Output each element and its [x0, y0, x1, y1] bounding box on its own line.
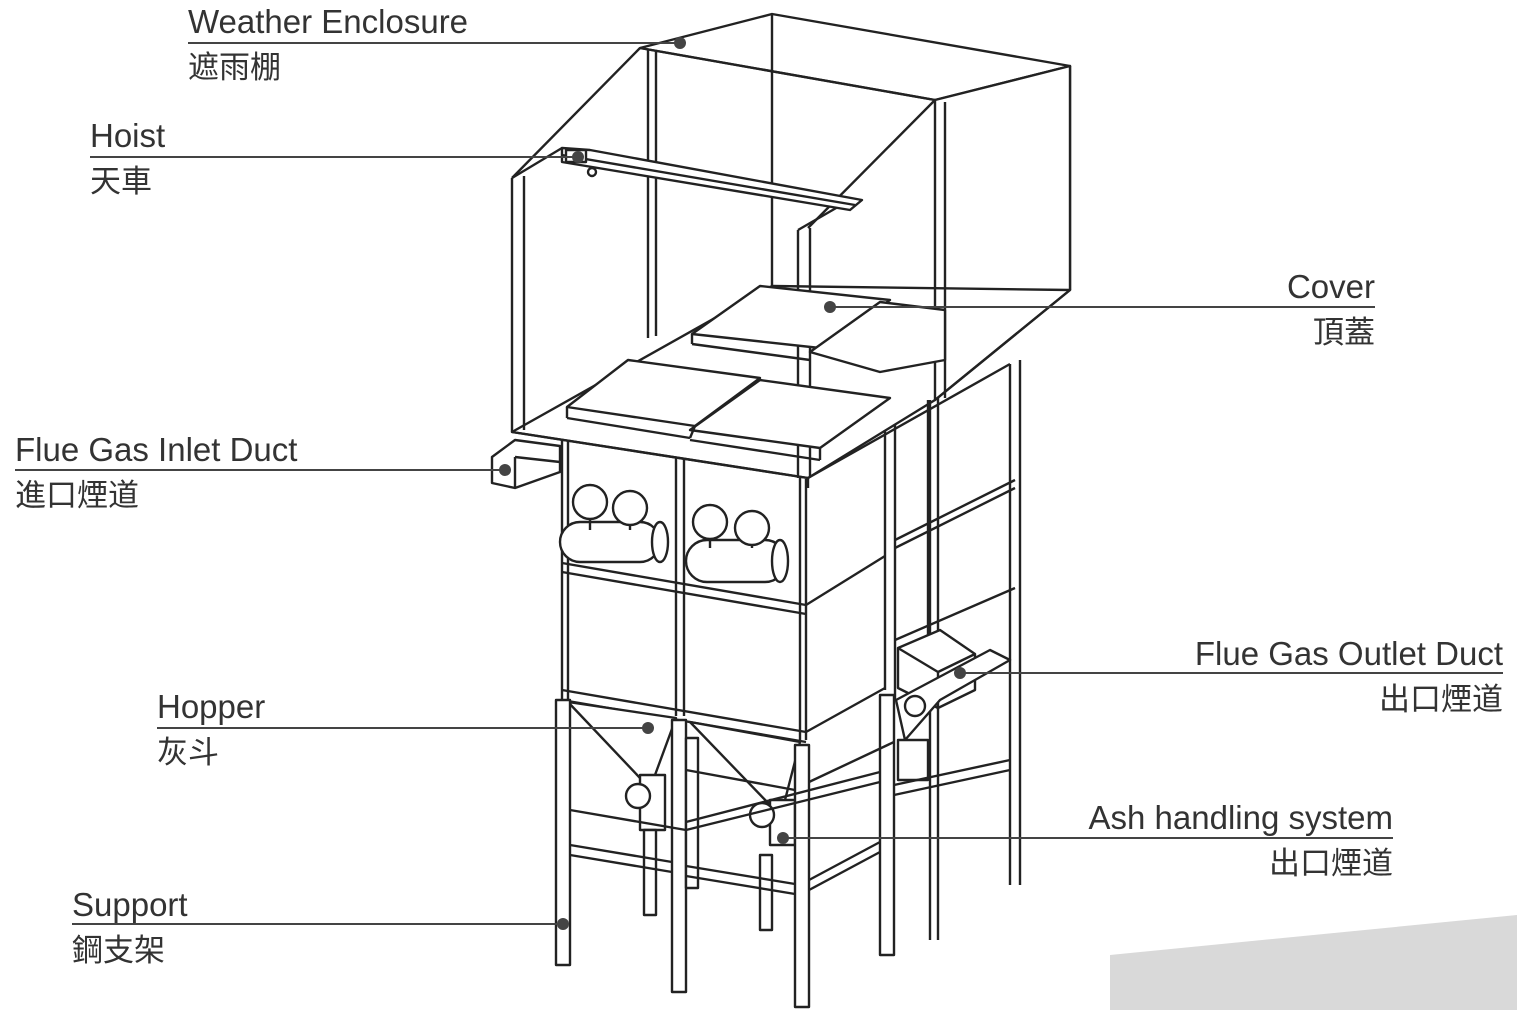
pulse-header-right	[684, 503, 790, 584]
label-weather-enclosure-en: Weather Enclosure	[188, 3, 469, 40]
inlet-duct	[490, 438, 562, 490]
label-inlet-duct-zh: 進口煙道	[15, 478, 139, 514]
leader-dot-hoist	[572, 151, 584, 163]
label-hoist: Hoist 天車	[90, 117, 166, 201]
label-outlet-duct-en: Flue Gas Outlet Duct	[1194, 635, 1503, 672]
label-hopper-en: Hopper	[157, 688, 266, 725]
label-ash-handling-en: Ash handling system	[1088, 799, 1394, 836]
hopper-left	[566, 700, 678, 780]
leader-dot-inlet-duct	[499, 464, 511, 476]
label-hopper-zh: 灰斗	[157, 735, 219, 771]
label-outlet-duct: Flue Gas Outlet Duct 出口煙道	[1194, 635, 1503, 719]
label-support-zh: 鋼支架	[72, 933, 165, 969]
leader-dot-outlet-duct	[954, 667, 966, 679]
cover-panel-2	[688, 378, 892, 450]
label-hopper: Hopper 灰斗	[157, 688, 266, 772]
hoist-beam	[560, 146, 864, 212]
cover-panel-1	[565, 358, 762, 428]
label-cover: Cover 頂蓋	[1286, 268, 1375, 352]
label-weather-enclosure: Weather Enclosure 遮雨棚	[188, 3, 469, 87]
leader-dot-hopper	[642, 722, 654, 734]
label-inlet-duct: Flue Gas Inlet Duct 進口煙道	[15, 431, 298, 515]
cover-panel-4	[808, 300, 947, 374]
hopper-right	[688, 720, 802, 807]
label-hoist-zh: 天車	[90, 164, 152, 200]
label-cover-zh: 頂蓋	[1313, 315, 1375, 351]
leader-dot-weather-enclosure	[674, 37, 686, 49]
leader-dot-cover	[824, 301, 836, 313]
label-ash-handling: Ash handling system 出口煙道	[1088, 799, 1394, 883]
label-inlet-duct-en: Flue Gas Inlet Duct	[15, 431, 298, 468]
label-hoist-en: Hoist	[90, 117, 166, 154]
leader-dot-ash-handling	[777, 832, 789, 844]
leader-dot-support	[557, 918, 569, 930]
label-ash-handling-zh: 出口煙道	[1269, 846, 1393, 882]
corner-shade	[1110, 915, 1517, 1010]
label-support-en: Support	[72, 886, 188, 923]
label-support: Support 鋼支架	[72, 886, 188, 970]
label-cover-en: Cover	[1286, 268, 1375, 305]
pulse-header-left	[558, 483, 670, 564]
leader-lines	[15, 37, 1503, 930]
label-outlet-duct-zh: 出口煙道	[1379, 682, 1503, 718]
label-weather-enclosure-zh: 遮雨棚	[188, 50, 281, 86]
